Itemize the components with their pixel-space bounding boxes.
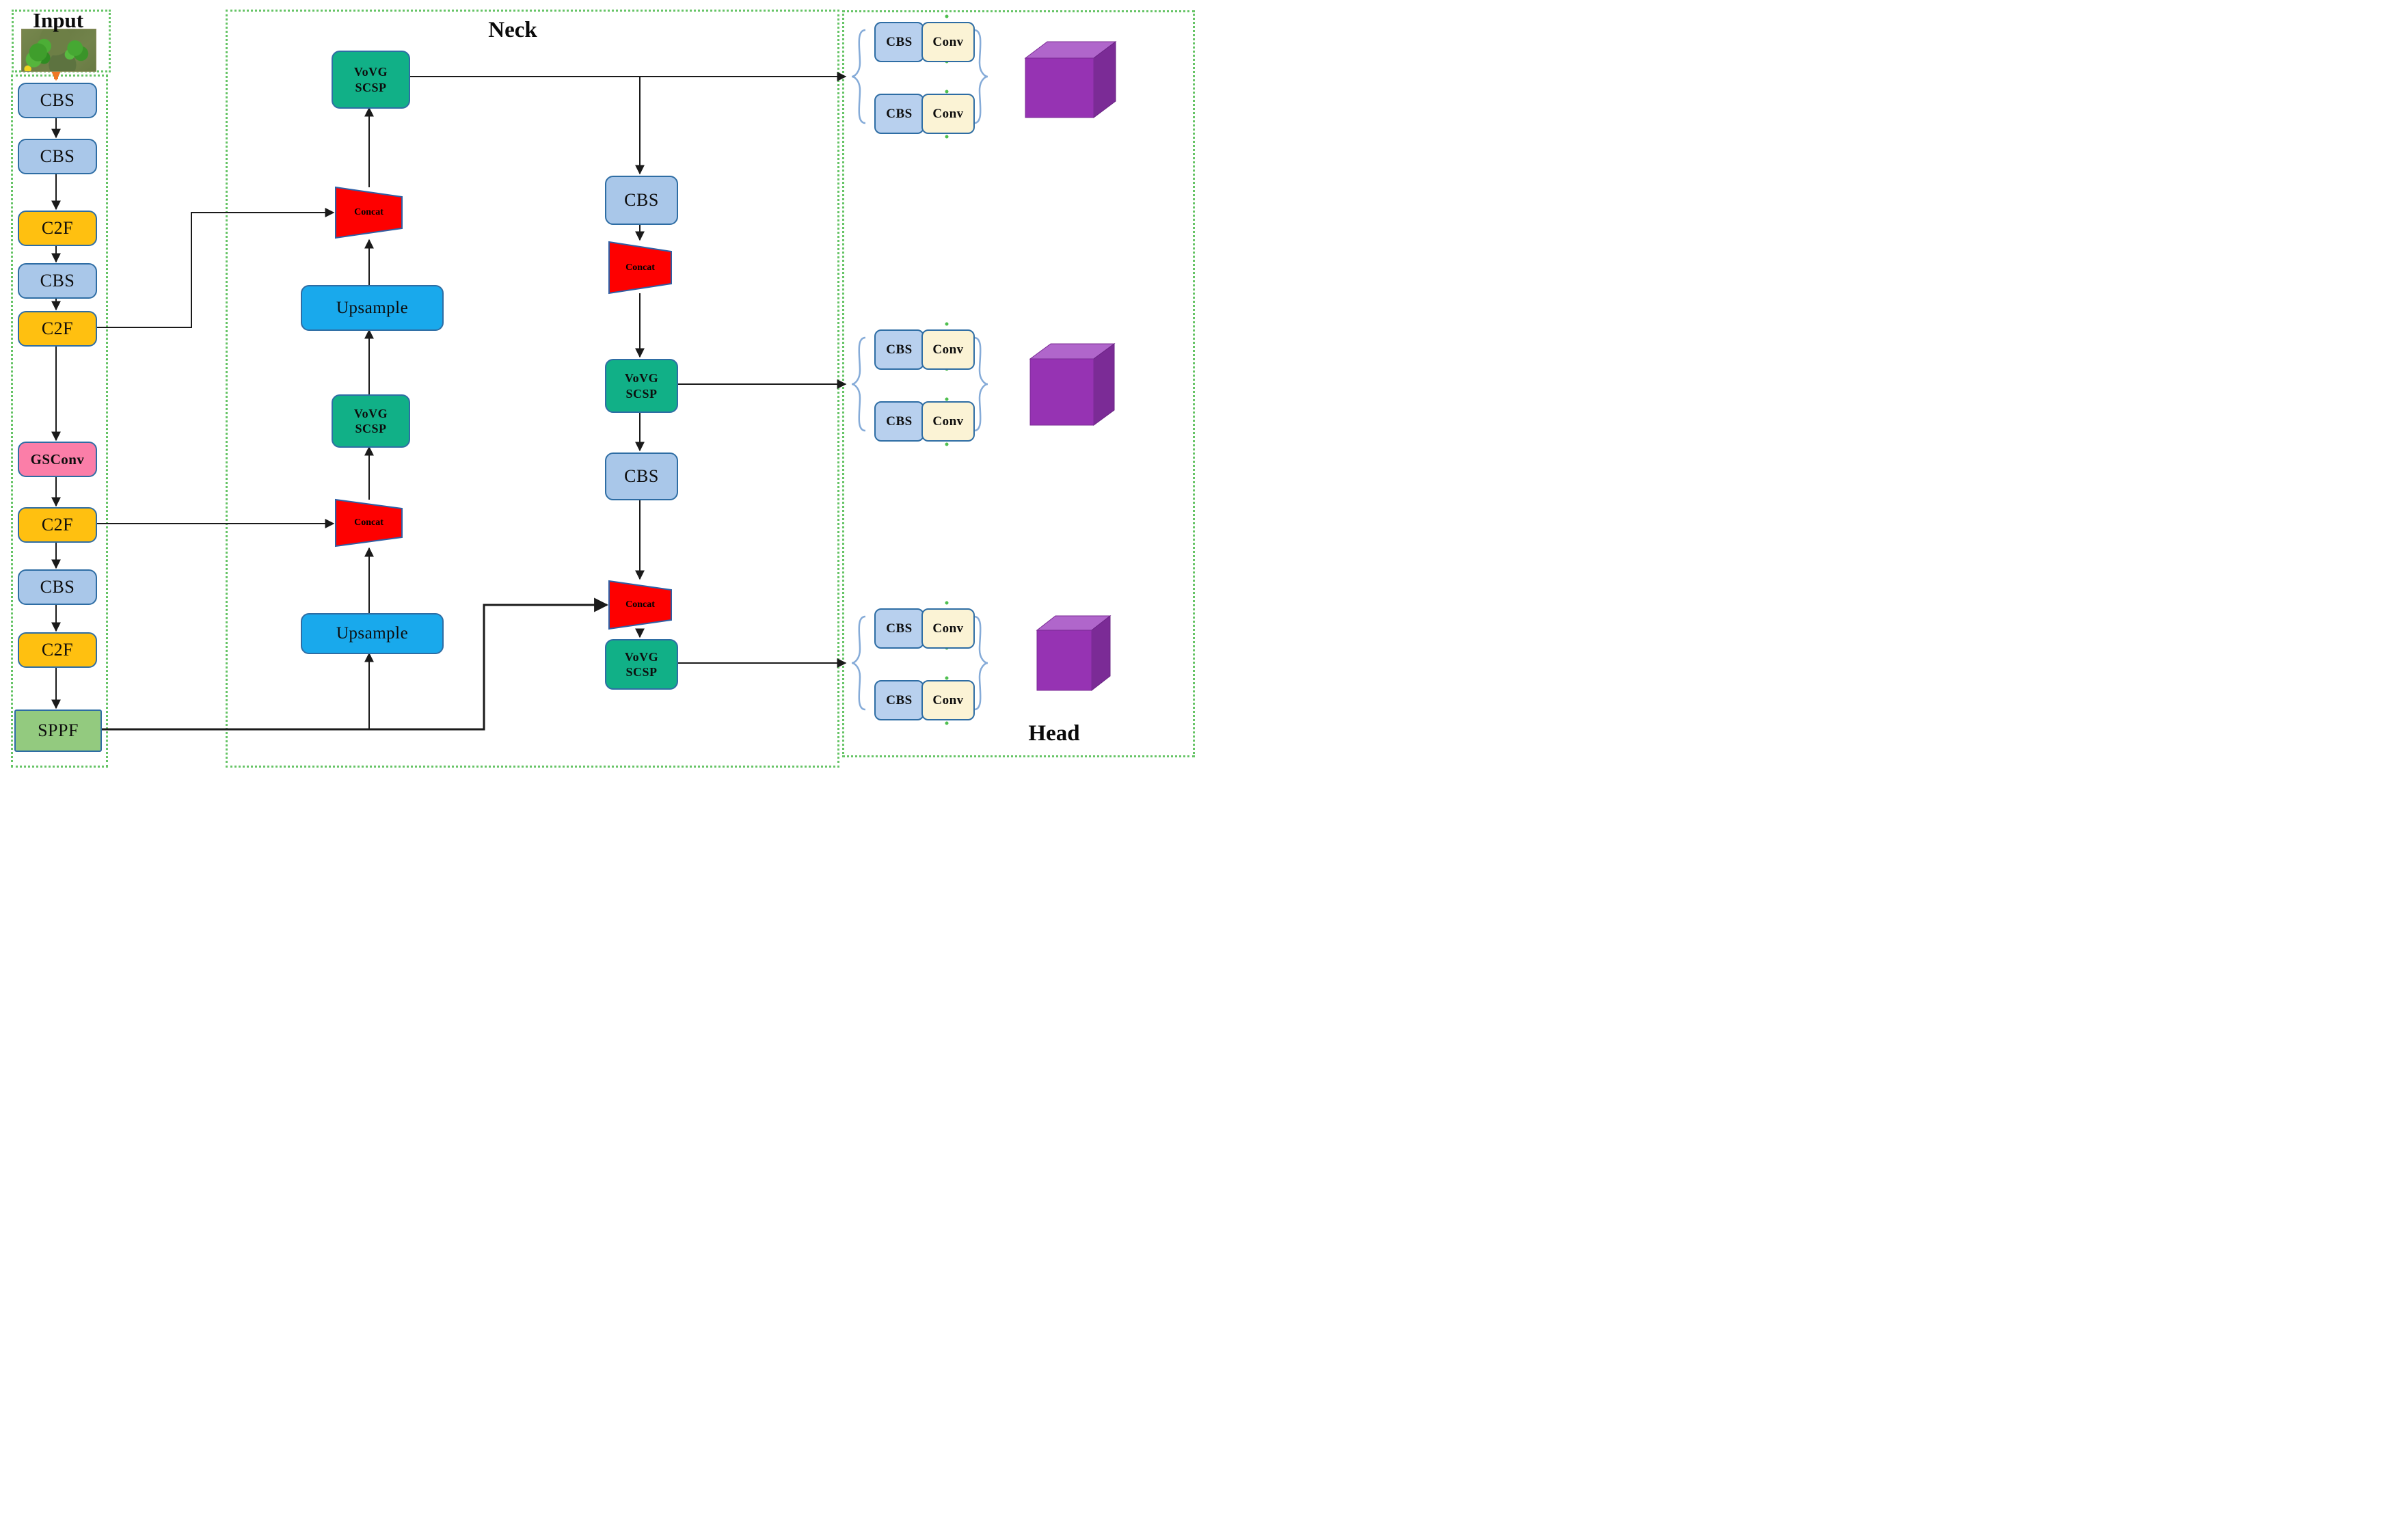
connector-layer (48, 14, 1117, 731)
green-dot (945, 322, 949, 326)
neck-vovg-scsp-4[interactable]: VoVG SCSP (605, 639, 678, 690)
vovg-line1: VoVG (624, 649, 659, 664)
skip-sppf-to-concat4 (99, 597, 609, 731)
concat4-shape (608, 580, 672, 630)
input-image (21, 29, 96, 72)
vovg-line1: VoVG (624, 371, 659, 385)
feature-cube-medium (1029, 343, 1116, 426)
concat1-shape (335, 186, 403, 239)
neck-concat-1[interactable]: Concat (354, 207, 383, 217)
head2-row1-cbs[interactable]: CBS (874, 329, 924, 370)
head2-row2-conv[interactable]: Conv (921, 401, 975, 442)
vovg-line2: SCSP (355, 422, 387, 435)
backbone-block-cbs-3[interactable]: CBS (18, 263, 97, 299)
concat2-shape (335, 498, 403, 548)
head3-brace-left (851, 615, 866, 711)
feature-cube-small (1036, 614, 1112, 692)
head3-row1-cbs[interactable]: CBS (874, 608, 924, 649)
neck-vovg-scsp-2[interactable]: VoVG SCSP (332, 394, 410, 448)
head3-row2-cbs[interactable]: CBS (874, 680, 924, 720)
head-title: Head (1028, 721, 1080, 746)
backbone-block-c2f-4[interactable]: C2F (18, 632, 97, 668)
head1-brace-right (973, 29, 988, 124)
skip-c2f2-to-concat1 (94, 208, 335, 328)
head1-brace-left (851, 29, 866, 124)
vovg-line2: SCSP (625, 665, 658, 679)
green-dot (945, 90, 949, 94)
green-dot (945, 135, 949, 139)
green-dot (945, 397, 949, 401)
vovg-line2: SCSP (355, 80, 387, 94)
backbone-block-cbs-4[interactable]: CBS (18, 569, 97, 605)
backbone-block-cbs-1[interactable]: CBS (18, 83, 97, 118)
head1-row1-conv[interactable]: Conv (921, 22, 975, 62)
backbone-block-gsconv[interactable]: GSConv (18, 442, 97, 477)
head2-row1-conv[interactable]: Conv (921, 329, 975, 370)
head1-row2-conv[interactable]: Conv (921, 94, 975, 134)
head2-brace-right (973, 336, 988, 432)
head3-brace-right (973, 615, 988, 711)
concat3-shape (608, 241, 672, 295)
backbone-block-c2f-3[interactable]: C2F (18, 507, 97, 543)
neck-cbs-b[interactable]: CBS (605, 452, 678, 500)
backbone-block-c2f-1[interactable]: C2F (18, 211, 97, 246)
input-title: Input (32, 8, 84, 32)
green-dot (945, 721, 949, 725)
neck-upsample-2[interactable]: Upsample (301, 613, 444, 654)
green-dot (945, 601, 949, 605)
neck-concat-4[interactable]: Concat (625, 599, 655, 610)
green-dot (945, 14, 949, 18)
head3-row2-conv[interactable]: Conv (921, 680, 975, 720)
feature-cube-large (1024, 41, 1117, 118)
green-dot (945, 676, 949, 680)
head2-row2-cbs[interactable]: CBS (874, 401, 924, 442)
backbone-block-cbs-2[interactable]: CBS (18, 139, 97, 174)
architecture-diagram: Input Neck Head CBS CBS C2F CBS C2F GSCo… (0, 0, 1199, 770)
neck-concat-2[interactable]: Concat (354, 517, 383, 528)
head2-brace-left (851, 336, 866, 432)
neck-cbs-a[interactable]: CBS (605, 176, 678, 225)
vovg-line1: VoVG (353, 65, 388, 79)
backbone-block-c2f-2[interactable]: C2F (18, 311, 97, 347)
neck-upsample-1[interactable]: Upsample (301, 285, 444, 331)
neck-title: Neck (488, 18, 537, 42)
green-dot (945, 442, 949, 446)
backbone-block-sppf[interactable]: SPPF (14, 710, 102, 752)
head1-row2-cbs[interactable]: CBS (874, 94, 924, 134)
vovg-line2: SCSP (625, 386, 658, 401)
neck-vovg-scsp-1[interactable]: VoVG SCSP (332, 51, 410, 109)
head3-row1-conv[interactable]: Conv (921, 608, 975, 649)
neck-concat-3[interactable]: Concat (625, 262, 655, 273)
neck-vovg-scsp-3[interactable]: VoVG SCSP (605, 359, 678, 413)
head1-row1-cbs[interactable]: CBS (874, 22, 924, 62)
vovg-line1: VoVG (353, 406, 388, 420)
